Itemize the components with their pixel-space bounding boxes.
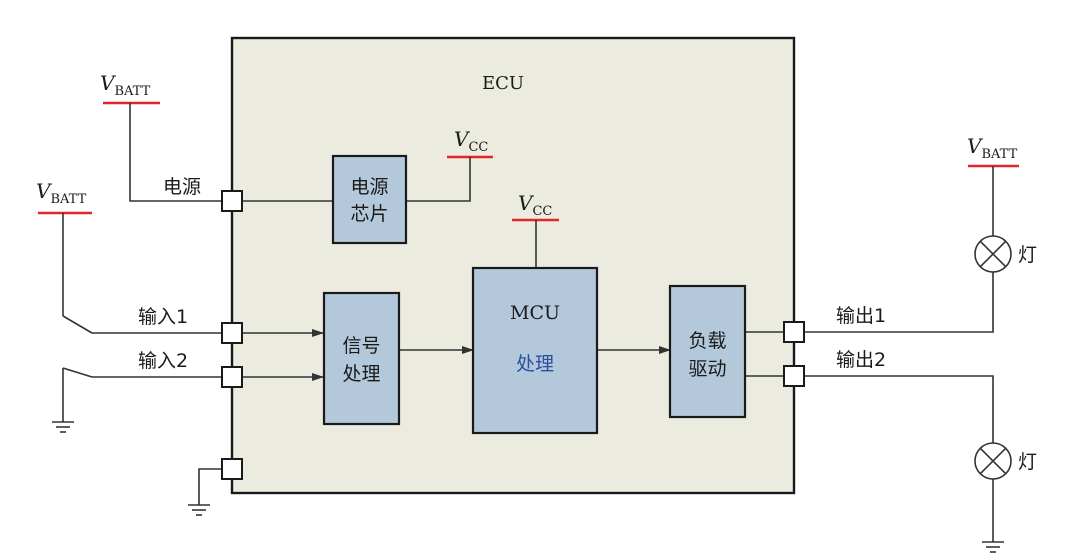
input2-terminal (221, 366, 243, 388)
vbatt-supply-1: VBATT (100, 71, 160, 105)
svg-text:VBATT: VBATT (36, 179, 87, 207)
wire-output2-to-lamp2 (804, 375, 994, 443)
output1-pin-label: 输出1 (836, 305, 886, 327)
svg-text:VBATT: VBATT (967, 134, 1018, 162)
svg-text:VCC: VCC (518, 191, 552, 219)
vbatt-supply-3: VBATT (967, 134, 1019, 168)
svg-text:电源: 电源 (350, 176, 388, 198)
mcu-subtitle: 处理 (516, 353, 554, 375)
svg-text:驱动: 驱动 (688, 358, 726, 380)
power-terminal (221, 190, 243, 212)
svg-text:处理: 处理 (342, 363, 380, 385)
mcu-title: MCU (510, 302, 560, 324)
svg-text:VBATT: VBATT (100, 71, 151, 99)
wire-output1-to-lamp1 (804, 272, 994, 333)
load-driver-block: 负载 驱动 (668, 284, 747, 419)
lamp-1-label: 灯 (1018, 244, 1037, 266)
svg-text:VCC: VCC (454, 127, 488, 155)
output2-pin-label: 输出2 (836, 349, 886, 371)
input1-terminal (221, 322, 243, 344)
input1-pin-label: 输入1 (138, 306, 188, 328)
lamp-1-icon (974, 235, 1012, 273)
signal-processing-block: 信号 处理 (322, 291, 401, 426)
output2-terminal (783, 365, 805, 387)
lamp-2-label: 灯 (1018, 451, 1037, 473)
lamp2-ground (982, 479, 1004, 553)
svg-text:负载: 负载 (688, 330, 726, 352)
ecu-ground (188, 468, 222, 516)
ground-terminal (221, 458, 243, 480)
wire-vbatt-to-power-pin (129, 103, 222, 202)
ecu-label: ECU (482, 73, 524, 94)
svg-text:芯片: 芯片 (350, 203, 388, 225)
input1-switch (62, 213, 222, 334)
lamp-2-icon (974, 442, 1012, 480)
svg-text:信号: 信号 (342, 335, 380, 357)
vbatt-supply-2: VBATT (36, 179, 92, 215)
output1-terminal (783, 321, 805, 343)
input2-switch (52, 367, 222, 433)
wire-chip-to-vcc (406, 157, 471, 202)
mcu-block: MCU 处理 (471, 266, 599, 435)
input2-pin-label: 输入2 (138, 350, 188, 372)
power-pin-label: 电源 (163, 176, 201, 198)
power-chip-block: 电源 芯片 (331, 154, 408, 245)
